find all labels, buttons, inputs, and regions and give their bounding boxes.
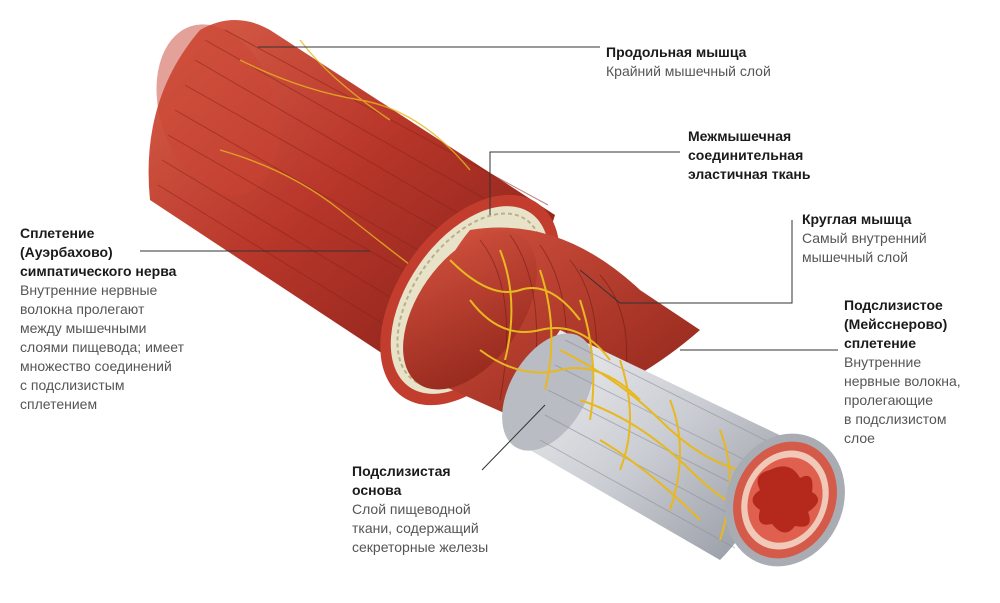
lumen [752, 466, 819, 533]
label-auerbach-plexus: Сплетение (Ауэрбахово) симпатического не… [20, 224, 184, 414]
label-intermuscular-tissue: Межмышечная соединительная эластичная тк… [688, 127, 810, 184]
label-circular-desc: Самый внутренний мышечный слой [802, 230, 927, 265]
label-meissner-plexus: Подслизистое (Мейсснерово) сплетение Вну… [844, 296, 961, 448]
leader-lines [140, 46, 838, 471]
leader-circular [579, 220, 793, 304]
label-submucosa-desc: Слой пищеводной ткани, содержащий секрет… [352, 501, 489, 555]
label-circular-muscle: Круглая мышца Самый внутренний мышечный … [802, 210, 927, 267]
label-circular-title: Круглая мышца [802, 211, 912, 227]
leader-intermuscular [489, 151, 680, 215]
leader-submucosa [481, 404, 546, 471]
label-meissner-desc: Внутренние нервные волокна, пролегающие … [844, 354, 961, 446]
cross-section-end [725, 433, 845, 567]
label-submucosa: Подслизистая основа Слой пищеводной ткан… [352, 462, 488, 557]
label-longitudinal-muscle: Продольная мышца Крайний мышечный слой [606, 43, 771, 81]
label-submucosa-title: Подслизистая основа [352, 463, 451, 498]
label-longitudinal-title: Продольная мышца [606, 44, 747, 60]
label-longitudinal-desc: Крайний мышечный слой [606, 63, 771, 79]
label-auerbach-desc: Внутренние нервные волокна пролегают меж… [20, 282, 185, 412]
label-auerbach-title: Сплетение (Ауэрбахово) симпатического не… [20, 225, 177, 279]
label-intermuscular-title: Межмышечная соединительная эластичная тк… [688, 128, 811, 182]
label-meissner-title: Подслизистое (Мейсснерово) сплетение [844, 297, 948, 351]
